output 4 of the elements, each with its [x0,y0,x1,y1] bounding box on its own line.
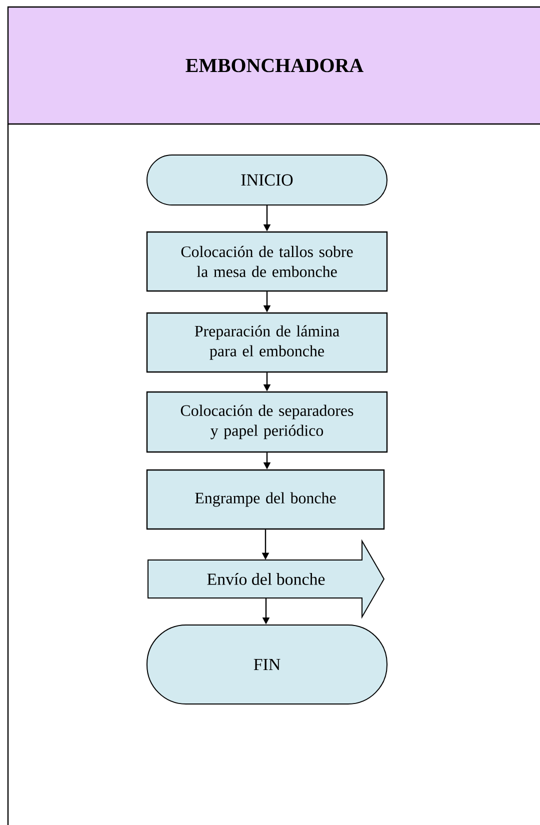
process-box: Colocación de tallos sobre la mesa de embonche [146,231,388,292]
process-box: Colocación de separadores y papel periódico [146,391,388,453]
process-box: Engrampe del bonche [146,469,385,530]
process-box: Preparación de lámina para el embonche [146,312,388,373]
